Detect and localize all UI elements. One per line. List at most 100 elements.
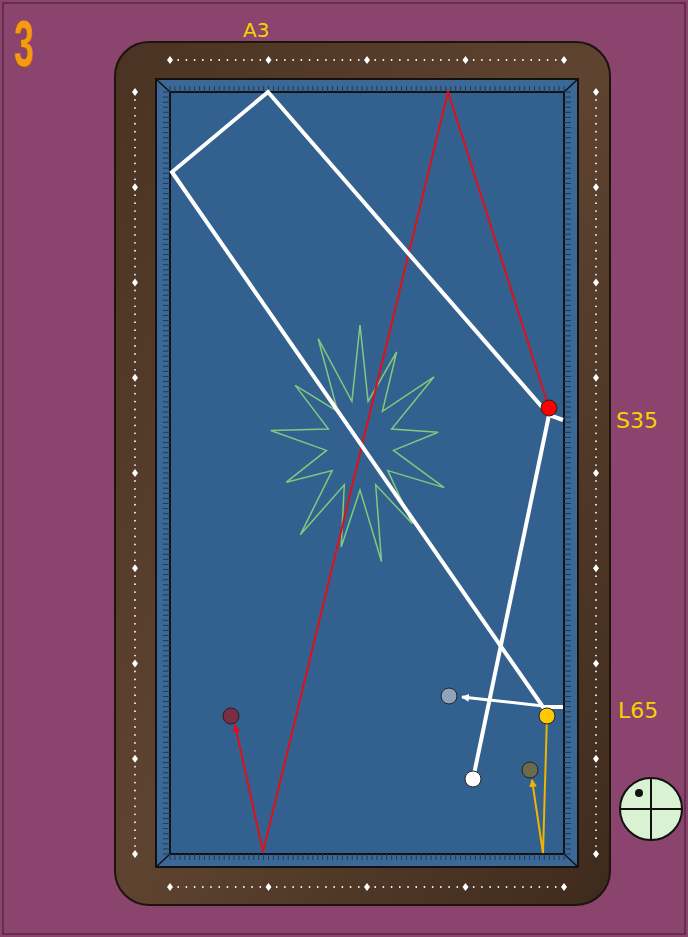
tick <box>163 777 170 778</box>
rail-dot <box>317 59 319 61</box>
tick <box>163 630 170 631</box>
tick <box>163 721 170 722</box>
tick <box>431 86 432 92</box>
rail-dot <box>251 886 253 888</box>
rail-dot <box>481 886 483 888</box>
rail-dot <box>134 464 136 466</box>
rail-dot <box>415 886 417 888</box>
tick <box>293 86 294 92</box>
tick <box>224 86 225 92</box>
rail-dot <box>407 886 409 888</box>
tick <box>445 854 446 860</box>
rail-dot <box>595 829 597 831</box>
tick <box>184 86 185 92</box>
tick <box>564 473 571 474</box>
tick <box>564 742 571 743</box>
rail-dot <box>595 623 597 625</box>
diamond <box>463 56 469 64</box>
tick <box>460 86 461 92</box>
tick <box>564 721 571 722</box>
tick <box>163 483 170 484</box>
diamond <box>593 183 599 191</box>
rail-dot <box>440 886 442 888</box>
tick <box>396 854 397 860</box>
rail-dot <box>134 766 136 768</box>
tick <box>163 142 170 143</box>
tick <box>163 300 170 301</box>
rail-dot <box>595 123 597 125</box>
rail-dot <box>595 742 597 744</box>
rail-dot <box>595 266 597 268</box>
rail-dot <box>325 886 327 888</box>
tick <box>163 132 170 133</box>
rail-dot <box>555 59 557 61</box>
tick <box>519 86 520 92</box>
tick <box>194 854 195 860</box>
tick <box>163 117 170 118</box>
rail-dot <box>595 417 597 419</box>
rail-dot <box>134 837 136 839</box>
rail-dot <box>276 59 278 61</box>
tick <box>163 676 170 677</box>
rail-dot <box>300 59 302 61</box>
rail-dot <box>317 886 319 888</box>
rail-dot <box>134 226 136 228</box>
rail-dot <box>134 607 136 609</box>
rail-dot <box>134 655 136 657</box>
tick <box>564 772 571 773</box>
tick <box>485 854 486 860</box>
rail-dot <box>595 274 597 276</box>
tick <box>317 854 318 860</box>
tick <box>163 823 170 824</box>
rail-dot <box>134 678 136 680</box>
tick <box>564 843 571 844</box>
tick <box>163 152 170 153</box>
tick <box>564 381 571 382</box>
tick <box>564 574 571 575</box>
tick <box>163 594 170 595</box>
tick <box>411 854 412 860</box>
tick <box>163 279 170 280</box>
tick <box>564 640 571 641</box>
tick <box>564 528 571 529</box>
tick <box>401 854 402 860</box>
tick <box>204 86 205 92</box>
tick <box>194 86 195 92</box>
tick <box>544 854 545 860</box>
tick <box>445 86 446 92</box>
rail-dot <box>227 59 229 61</box>
tick <box>386 854 387 860</box>
tick <box>163 295 170 296</box>
tick <box>564 747 571 748</box>
tick <box>163 412 170 413</box>
tick <box>283 86 284 92</box>
tick <box>564 493 571 494</box>
rail-dot <box>595 337 597 339</box>
tick <box>564 813 571 814</box>
tick <box>163 838 170 839</box>
rail-dot <box>595 750 597 752</box>
tick <box>199 854 200 860</box>
tick <box>475 86 476 92</box>
tick <box>564 818 571 819</box>
tick <box>564 259 571 260</box>
tick <box>564 594 571 595</box>
diamond <box>132 279 138 287</box>
rail-dot <box>595 115 597 117</box>
rail-dot <box>595 202 597 204</box>
tick <box>163 793 170 794</box>
tick <box>163 696 170 697</box>
tick <box>352 854 353 860</box>
tick <box>564 584 571 585</box>
tick <box>549 86 550 92</box>
rail-dot <box>383 59 385 61</box>
rail-dot <box>595 464 597 466</box>
tick <box>564 767 571 768</box>
rail-dot <box>194 886 196 888</box>
tick <box>163 843 170 844</box>
tick <box>163 742 170 743</box>
tick <box>564 854 571 855</box>
tick <box>564 142 571 143</box>
tick <box>209 86 210 92</box>
